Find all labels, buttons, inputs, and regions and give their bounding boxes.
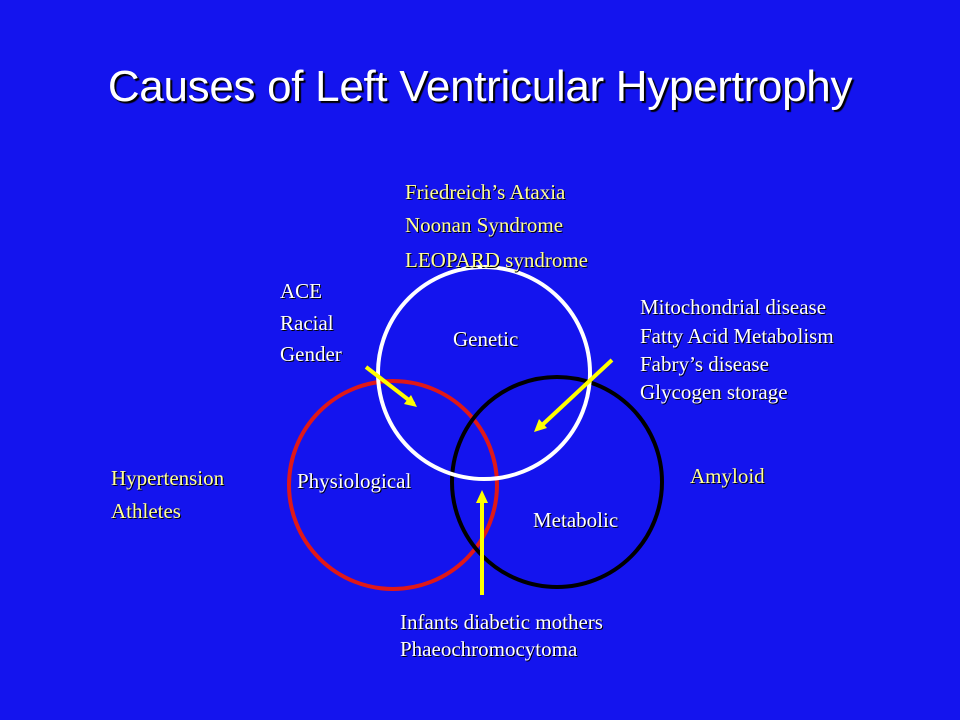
genetic-cause-item: LEOPARD syndrome [405,248,588,272]
physiological-circle [287,379,499,591]
overlap-gm-item: Fabry’s disease [640,352,769,376]
overlap-gp-item: Racial [280,311,334,335]
overlap-pm-item: Phaeochromocytoma [400,637,578,661]
physiological-cause-item: Hypertension [111,466,225,490]
arrow-ace-to-overlap [364,365,416,406]
genetic-circle [376,265,592,481]
overlap-gm-item: Fatty Acid Metabolism [640,324,834,348]
overlap-gp-item: Gender [280,342,342,366]
arrow-ace-head [404,395,417,407]
overlap-pm-item: Infants diabetic mothers [400,610,603,634]
genetic-cause-item: Friedreich’s Ataxia [405,180,566,204]
genetic-label: Genetic [453,327,519,351]
metabolic-circle [450,375,664,589]
overlap-gm-item: Mitochondrial disease [640,295,827,319]
arrow-mitochondrial-head [534,419,547,432]
genetic-cause-item: Noonan Syndrome [405,213,564,237]
physiological-cause-item: Athletes [111,499,181,523]
arrow-infants-head [476,490,488,503]
arrow-mitochondrial-to-overlap [538,358,614,429]
slide-title: Causes of Left Ventricular Hypertrophy [107,62,853,111]
overlap-gm-item: Glycogen storage [640,380,788,404]
overlap-gp-item: ACE [280,279,322,303]
physiological-label: Physiological [297,469,412,493]
metabolic-cause-item: Amyloid [690,464,765,488]
metabolic-label: Metabolic [533,508,619,532]
